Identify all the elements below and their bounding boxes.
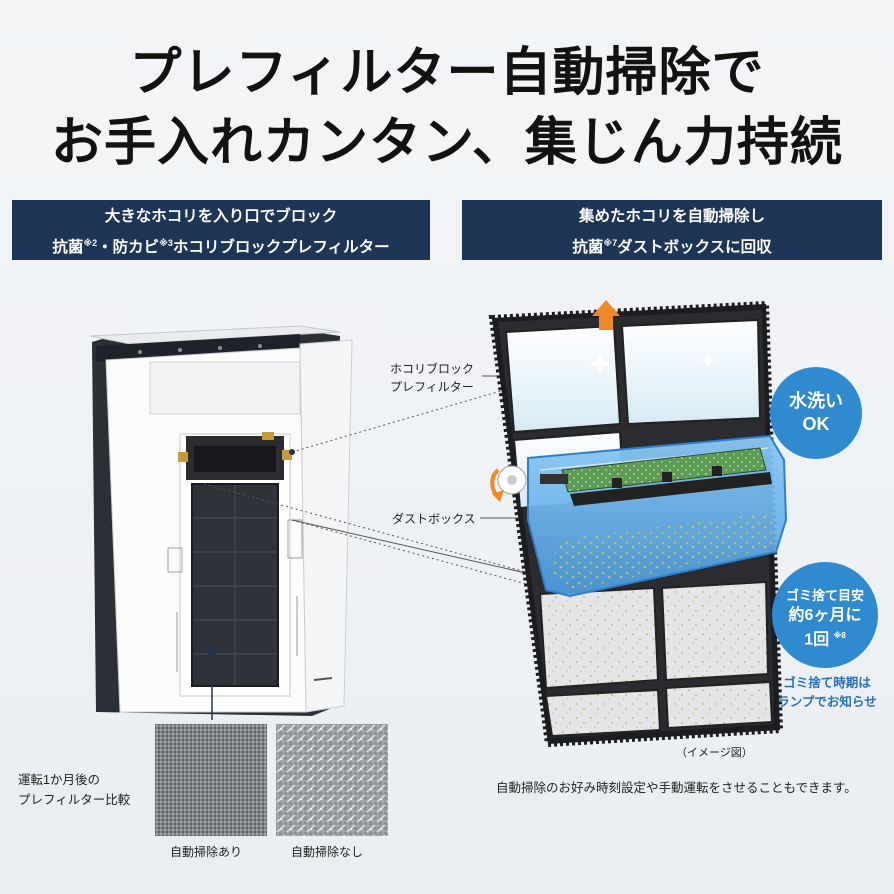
dust-badge-line3: 1回 ※8 [772, 626, 878, 650]
comparison-title-line2: プレフィルター比較 [18, 793, 131, 807]
headline-line-2: お手入れカンタン、集じん力持続 [51, 113, 843, 173]
dustbox-label: ダストボックス [392, 512, 476, 526]
banner-text: 抗菌 [52, 239, 84, 257]
dust-disposal-badge: ゴミ捨て目安 約6ヶ月に 1回 ※8 [772, 562, 878, 668]
banner-dustbox-line2: 抗菌※7ダストボックスに回収 [462, 230, 882, 261]
footnote-mark: ※2 [83, 238, 98, 248]
lamp-notice-line2: ランプでお知らせ [777, 695, 877, 709]
dust-badge-count: 1回 [804, 631, 830, 649]
air-purifier-illustration [89, 325, 353, 716]
filter-cutaway-illustration [488, 300, 788, 748]
image-note: （イメージ図） [676, 747, 753, 759]
lamp-notice-line1: ゴミ捨て時期は [783, 676, 871, 690]
footnote-mark: ※7 [603, 238, 618, 248]
swatch-with-cleaning [155, 724, 267, 836]
headline-line-1: プレフィルター自動掃除で [129, 43, 765, 103]
banner-prefilter-line1: 大きなホコリを入り口でブロック [104, 208, 338, 225]
dust-badge-line2: 約6ヶ月に [788, 607, 862, 624]
footnote: 自動掃除のお好み時刻設定や手動運転をさせることもできます。 [496, 781, 857, 795]
lamp-notice: ゴミ捨て時期は ランプでお知らせ [772, 674, 882, 712]
prefilter-label: ホコリブロック プレフィルター [390, 360, 474, 396]
prefilter-label-line2: プレフィルター [390, 380, 474, 394]
label-without-cleaning: 自動掃除なし [291, 845, 364, 859]
label-with-cleaning: 自動掃除あり [170, 845, 243, 859]
banner-text: 抗菌 [572, 239, 604, 257]
banner-text: ・防カビ [97, 239, 160, 257]
washable-badge-line2: OK [802, 414, 830, 434]
swatch-without-cleaning [276, 724, 388, 836]
washable-badge: 水洗い OK [770, 367, 862, 459]
banner-prefilter-line2: 抗菌※2・防カビ※3ホコリブロックプレフィルター [12, 230, 430, 261]
banner-text: ダストボックスに回収 [617, 239, 772, 257]
footnote-mark: ※8 [833, 631, 846, 640]
banner-dustbox: 集めたホコリを自動掃除し 抗菌※7ダストボックスに回収 [462, 200, 882, 260]
banner-dustbox-line1: 集めたホコリを自動掃除し [578, 208, 765, 225]
comparison-title-line1: 運転1か月後の [18, 773, 100, 787]
washable-badge-line1: 水洗い [789, 391, 843, 411]
comparison-title: 運転1か月後の プレフィルター比較 [18, 770, 130, 810]
footnote-mark: ※3 [159, 238, 173, 248]
banner-prefilter: 大きなホコリを入り口でブロック 抗菌※2・防カビ※3ホコリブロックプレフィルター [12, 200, 430, 260]
prefilter-label-line1: ホコリブロック [390, 362, 475, 376]
dust-badge-line1: ゴミ捨て目安 [785, 588, 864, 603]
banner-text: ホコリブロックプレフィルター [172, 239, 390, 257]
